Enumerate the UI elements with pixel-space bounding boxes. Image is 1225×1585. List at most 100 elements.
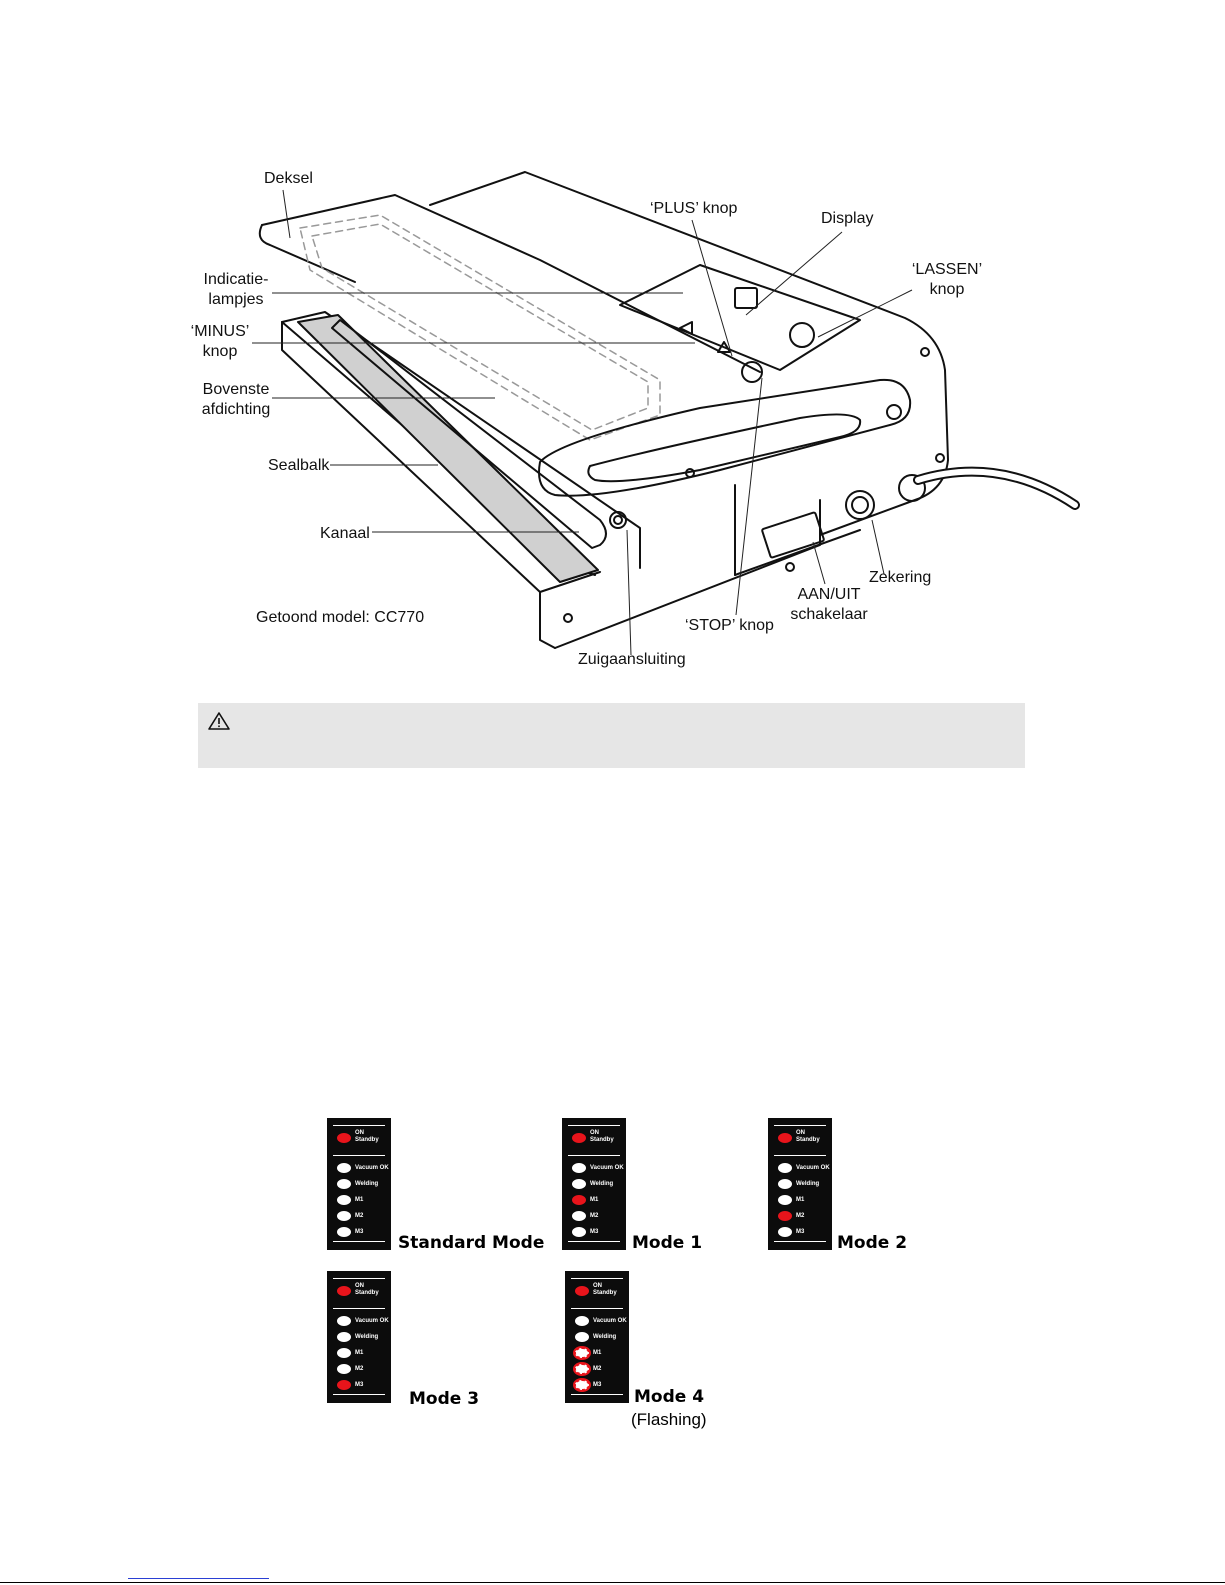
led-on [337, 1286, 351, 1296]
label-kanaal: Kanaal [320, 525, 370, 542]
led-label-on: ON [593, 1283, 602, 1289]
label-lassen-knop: ‘LASSEN’ knop [905, 260, 989, 300]
led-label-standby: Standby [590, 1137, 614, 1143]
warning-triangle-icon [208, 712, 230, 730]
label-getoond-model: Getoond model: CC770 [256, 609, 425, 626]
label-zekering: Zekering [869, 569, 932, 586]
led-label-m3: M3 [355, 1382, 364, 1388]
led-vacuum-ok [337, 1163, 351, 1173]
panel-divider [333, 1125, 385, 1126]
led-m3 [778, 1227, 792, 1237]
mode-label-mode2: Mode 2 [837, 1233, 908, 1253]
label-aan-uit-schakelaar: AAN/UIT schakelaar [786, 585, 872, 625]
panel-divider [571, 1308, 623, 1309]
led-label-welding: Welding [355, 1334, 379, 1340]
label-sealbalk: Sealbalk [268, 457, 330, 474]
panel-divider [333, 1308, 385, 1309]
label-display: Display [821, 210, 874, 227]
mode-label-mode1: Mode 1 [632, 1233, 703, 1253]
led-m1 [778, 1195, 792, 1205]
led-label-vacuum-ok: Vacuum OK [355, 1165, 389, 1171]
panel-divider [571, 1278, 623, 1279]
led-on [778, 1133, 792, 1143]
label-lassen-line1: ‘LASSEN’ [911, 261, 983, 278]
panel-divider [774, 1155, 826, 1156]
panel-divider [333, 1241, 385, 1242]
label-indicatie-line1: Indicatie- [203, 271, 269, 288]
led-label-on: ON [355, 1130, 364, 1136]
led-label-m3: M3 [590, 1229, 599, 1235]
led-label-on: ON [590, 1130, 599, 1136]
led-m2 [572, 1211, 586, 1221]
label-bovenste-line2: afdichting [201, 401, 271, 418]
led-label-m2: M2 [593, 1366, 602, 1372]
led-m1 [337, 1195, 351, 1205]
led-label-welding: Welding [590, 1181, 614, 1187]
led-m2 [337, 1364, 351, 1374]
footer-link-underline [128, 1578, 269, 1579]
panel-divider [333, 1278, 385, 1279]
label-indicatie-line2: lampjes [208, 291, 264, 308]
led-label-m2: M2 [796, 1213, 805, 1219]
panel-divider [333, 1155, 385, 1156]
led-on [572, 1133, 586, 1143]
vacuum-sealer-diagram [252, 171, 1080, 656]
led-welding [572, 1179, 586, 1189]
mode-label-standard: Standard Mode [398, 1233, 545, 1253]
label-minus-line1: ‘MINUS’ [190, 323, 250, 340]
led-label-m1: M1 [590, 1197, 599, 1203]
panel-divider [568, 1125, 620, 1126]
panel-divider [774, 1125, 826, 1126]
footer-rule [0, 1582, 1225, 1583]
led-m3 [337, 1380, 351, 1390]
led-vacuum-ok [337, 1316, 351, 1326]
led-label-welding: Welding [593, 1334, 617, 1340]
led-label-m2: M2 [590, 1213, 599, 1219]
panel-divider [333, 1394, 385, 1395]
led-m3 [337, 1227, 351, 1237]
label-aanuit-line2: schakelaar [790, 606, 868, 623]
led-label-vacuum-ok: Vacuum OK [796, 1165, 830, 1171]
label-minus-knop: ‘MINUS’ knop [186, 322, 254, 362]
led-label-welding: Welding [355, 1181, 379, 1187]
led-on [575, 1286, 589, 1296]
led-label-welding: Welding [796, 1181, 820, 1187]
led-label-m2: M2 [355, 1213, 364, 1219]
warning-box [198, 703, 1025, 768]
led-label-m1: M1 [796, 1197, 805, 1203]
led-label-standby: Standby [355, 1290, 379, 1296]
label-zuigaansluiting: Zuigaansluiting [578, 651, 686, 668]
panel-divider [774, 1241, 826, 1242]
led-label-m2: M2 [355, 1366, 364, 1372]
led-m1 [575, 1348, 589, 1358]
label-aanuit-line1: AAN/UIT [797, 586, 861, 603]
led-welding [778, 1179, 792, 1189]
led-m2 [575, 1364, 589, 1374]
label-bovenste-line1: Bovenste [202, 381, 270, 398]
panel-divider [568, 1241, 620, 1242]
led-label-m3: M3 [355, 1229, 364, 1235]
led-label-vacuum-ok: Vacuum OK [593, 1318, 627, 1324]
led-label-vacuum-ok: Vacuum OK [355, 1318, 389, 1324]
mode-sublabel-mode4: (Flashing) [631, 1410, 707, 1429]
led-vacuum-ok [572, 1163, 586, 1173]
label-deksel: Deksel [264, 170, 313, 187]
led-on [337, 1133, 351, 1143]
label-lassen-line2: knop [929, 281, 965, 298]
led-welding [575, 1332, 589, 1342]
led-label-m3: M3 [593, 1382, 602, 1388]
panel-divider [568, 1155, 620, 1156]
led-m1 [572, 1195, 586, 1205]
led-label-vacuum-ok: Vacuum OK [590, 1165, 624, 1171]
label-plus-knop: ‘PLUS’ knop [650, 200, 738, 217]
led-m2 [778, 1211, 792, 1221]
led-m3 [572, 1227, 586, 1237]
led-vacuum-ok [575, 1316, 589, 1326]
